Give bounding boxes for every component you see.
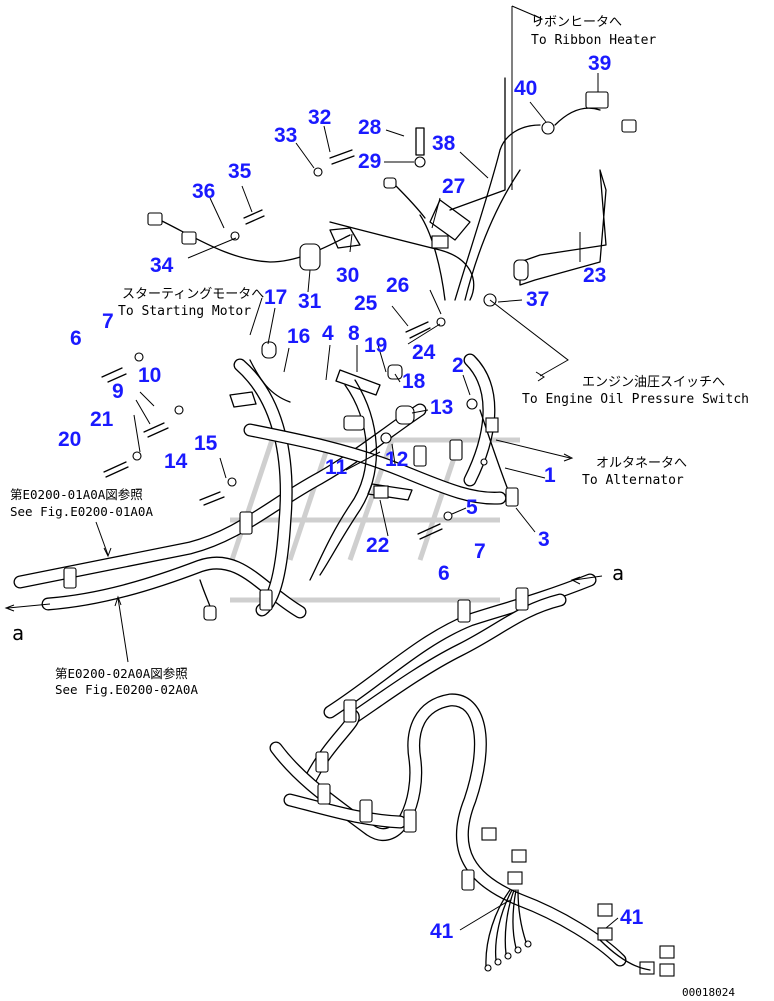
- callout-39: 39: [588, 52, 611, 75]
- ref-fig1-jp: 第E0200-01A0A図参照: [10, 487, 143, 502]
- annotation-notes: リボンヒータへ To Ribbon Heater スターティングモータへ To …: [10, 15, 749, 999]
- drawing-code: 00018024: [682, 986, 735, 999]
- callout-15: 15: [194, 432, 218, 455]
- callout-38: 38: [432, 132, 456, 155]
- callout-18: 18: [402, 370, 426, 393]
- callout-36: 36: [192, 180, 215, 203]
- callout-7-lower: 7: [474, 540, 486, 563]
- callout-31: 31: [298, 290, 322, 313]
- note-oil-en: To Engine Oil Pressure Switch: [522, 392, 749, 407]
- callout-7-upper: 7: [102, 310, 114, 333]
- callout-3: 3: [538, 528, 550, 551]
- note-alternator-en: To Alternator: [582, 473, 684, 488]
- callout-41-left: 41: [430, 920, 454, 943]
- callout-29: 29: [358, 150, 381, 173]
- callout-40: 40: [514, 77, 537, 100]
- terminal-branch: [485, 889, 651, 971]
- callout-6-upper: 6: [70, 327, 82, 350]
- callout-24: 24: [412, 341, 436, 364]
- note-ribbon-jp: リボンヒータへ: [531, 15, 622, 30]
- callout-20: 20: [58, 428, 81, 451]
- leader-lines: [133, 73, 619, 931]
- note-arrows: [4, 5, 603, 663]
- callout-5: 5: [466, 496, 478, 519]
- callout-30: 30: [336, 264, 359, 287]
- callout-28: 28: [358, 116, 382, 139]
- clamps: [63, 439, 529, 891]
- callout-9: 9: [112, 380, 124, 403]
- brackets: [229, 77, 607, 501]
- callout-23: 23: [583, 264, 606, 287]
- ref-fig2-en: See Fig.E0200-02A0A: [55, 682, 198, 697]
- callout-1: 1: [544, 464, 556, 487]
- callout-11: 11: [325, 456, 348, 479]
- callout-8: 8: [348, 322, 360, 345]
- continuation-left: a: [12, 621, 24, 645]
- callout-35: 35: [228, 160, 252, 183]
- note-oil-jp: エンジン油圧スイッチへ: [582, 375, 725, 390]
- callout-22: 22: [366, 534, 389, 557]
- callout-16: 16: [287, 325, 310, 348]
- callout-14: 14: [164, 450, 188, 473]
- callout-21: 21: [90, 408, 114, 431]
- callout-4: 4: [322, 322, 334, 345]
- callout-37: 37: [526, 288, 549, 311]
- note-ribbon-en: To Ribbon Heater: [531, 33, 656, 48]
- callout-32: 32: [308, 106, 331, 129]
- callout-6-lower: 6: [438, 562, 450, 585]
- callout-19: 19: [364, 334, 387, 357]
- small-parts: [101, 91, 675, 977]
- callout-27: 27: [442, 175, 465, 198]
- callout-17: 17: [264, 286, 287, 309]
- callout-26: 26: [386, 274, 409, 297]
- callout-34: 34: [150, 254, 174, 277]
- callout-12: 12: [385, 448, 408, 471]
- thin-wires: [159, 107, 601, 613]
- main-harness: [13, 353, 627, 967]
- note-alternator-jp: オルタネータへ: [596, 456, 687, 471]
- callout-2: 2: [452, 354, 464, 377]
- callout-13: 13: [430, 396, 453, 419]
- note-starting-jp: スターティングモータへ: [122, 287, 264, 302]
- callout-33: 33: [274, 124, 297, 147]
- note-starting-en: To Starting Motor: [118, 304, 251, 319]
- ref-fig1-en: See Fig.E0200-01A0A: [10, 504, 153, 519]
- callout-10: 10: [138, 364, 161, 387]
- ref-fig2-jp: 第E0200-02A0A図参照: [55, 666, 188, 681]
- callout-25: 25: [354, 292, 378, 315]
- part-callouts: 1 2 3 4 5 6 6 7 7 8 9 10 11 12 13 14 15 …: [58, 52, 644, 943]
- callout-41-right: 41: [620, 906, 644, 929]
- continuation-right: a: [612, 561, 624, 585]
